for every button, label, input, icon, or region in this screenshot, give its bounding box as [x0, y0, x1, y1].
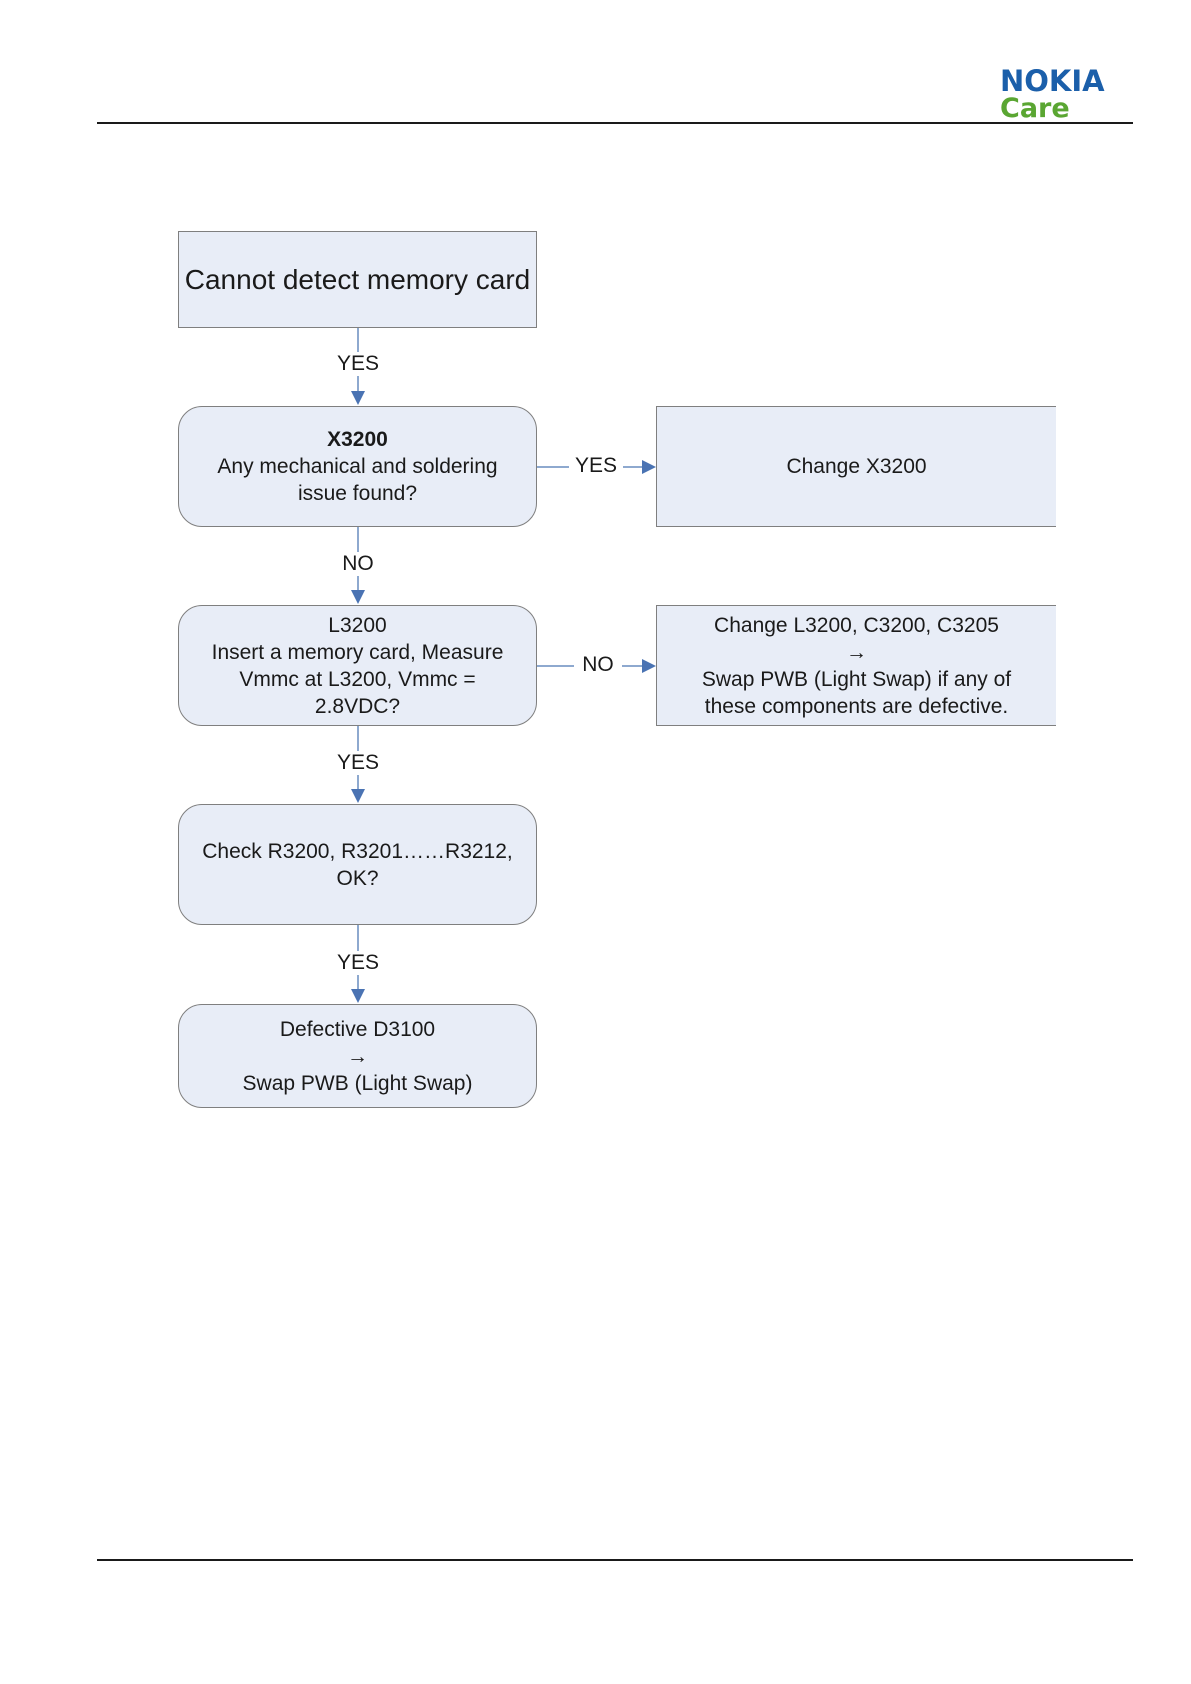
label-yes: YES [331, 951, 385, 975]
arrow-down-icon [351, 391, 365, 405]
right-arrow-icon: → [846, 640, 867, 664]
label-no: NO [334, 552, 382, 576]
l3200-decision-box: L3200 Insert a memory card, Measure Vmmc… [178, 605, 537, 726]
footer-rule [97, 1559, 1133, 1561]
check-line-1: Check R3200, R3201……R3212, [202, 839, 513, 863]
logo-sub-text: Care [1000, 93, 1070, 124]
arrow-down-icon [351, 989, 365, 1003]
check-resistors-box: Check R3200, R3201……R3212, OK? [178, 804, 537, 925]
change-l3200-box: Change L3200, C3200, C3205 → Swap PWB (L… [656, 605, 1056, 726]
label-no: NO [574, 653, 622, 677]
right-arrow-icon: → [347, 1044, 368, 1068]
x3200-line-1: Any mechanical and soldering [217, 455, 498, 478]
arrow-down-icon [351, 590, 365, 604]
x3200-line-2: issue found? [297, 482, 418, 505]
defective-d3100-box: Defective D3100 → Swap PWB (Light Swap) [178, 1004, 537, 1108]
start-box: Cannot detect memory card [178, 231, 537, 328]
l3200-line-4: 2.8VDC? [314, 694, 401, 718]
start-text: Cannot detect memory card [184, 263, 531, 295]
l3200-line-1: L3200 [328, 613, 387, 637]
arrow-right-icon [642, 659, 656, 673]
arrow-right-icon [642, 460, 656, 474]
label-yes: YES [331, 751, 385, 775]
label-yes: YES [331, 352, 385, 376]
change-l3200-line-3: these components are defective. [704, 694, 1009, 718]
change-x3200-box: Change X3200 [656, 406, 1056, 527]
change-x3200-text: Change X3200 [786, 455, 927, 478]
nokia-care-logo: NOKIA Care [1000, 64, 1134, 124]
change-l3200-line-2: Swap PWB (Light Swap) if any of [701, 667, 1012, 691]
x3200-title: X3200 [327, 428, 388, 451]
defective-line-2: Swap PWB (Light Swap) [242, 1071, 473, 1095]
x3200-decision-box: X3200 Any mechanical and soldering issue… [178, 406, 537, 527]
label-yes: YES [569, 454, 623, 478]
l3200-line-2: Insert a memory card, Measure [211, 640, 504, 664]
l3200-line-3: Vmmc at L3200, Vmmc = [239, 667, 476, 691]
header-rule [97, 122, 1133, 124]
defective-line-1: Defective D3100 [279, 1017, 436, 1041]
logo-brand-text: NOKIA [1000, 64, 1105, 98]
check-line-2: OK? [336, 866, 379, 890]
arrow-down-icon [351, 789, 365, 803]
change-l3200-line-1: Change L3200, C3200, C3205 [714, 613, 999, 637]
